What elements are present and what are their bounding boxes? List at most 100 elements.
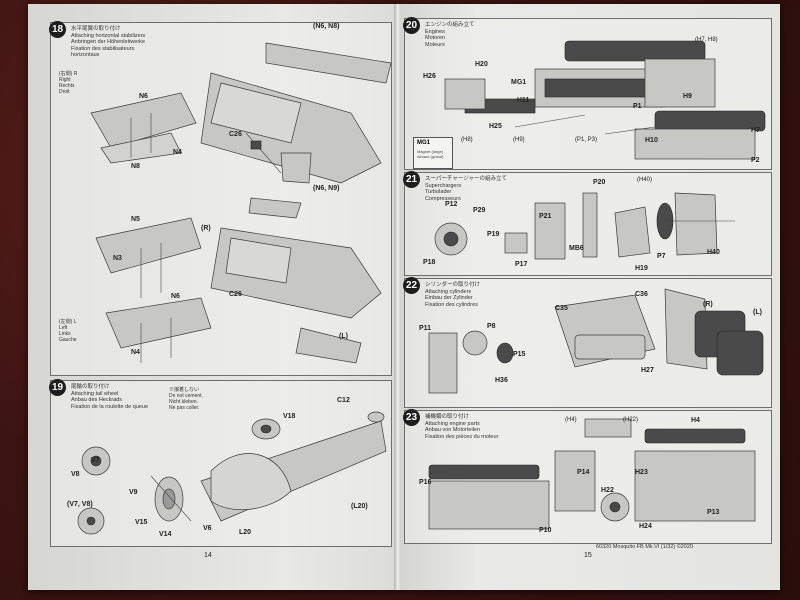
label-v15: V15 [135,519,148,526]
label-n5: N5 [131,216,140,223]
label-v18: V18 [283,413,296,420]
step-18-header-en: Attaching horizontal stabilizers [71,32,146,39]
label-v7: V7 [91,457,100,464]
step-18-drawing [90,42,391,364]
label-p18: P18 [423,259,436,266]
step-22-number: 22 [403,277,420,294]
step-23-panel: 23 補機類の取り付け Attaching engine parts Anbau… [403,409,772,544]
label-c35: C35 [555,305,568,312]
step-23-drawing [428,418,756,530]
label-l-22: (L) [753,309,762,316]
label-c12: C12 [337,397,350,404]
label-n3: N3 [113,255,122,262]
left-page: 18 水平尾翼の取り付け Attaching horizontal stabil… [28,4,396,590]
step-22-header: シリンダーの取り付け Attaching cylinders Einbau de… [425,282,481,308]
label-h9: H9 [683,93,692,100]
label-p11: P11 [419,325,432,332]
label-p14: P14 [577,469,590,476]
label-n4-b: N4 [131,349,140,356]
left-page-number: 14 [204,552,212,559]
step-21-header: スーパーチャージャーの組み立て Superchargers Turbolader… [425,176,508,202]
label-h9-paren: (H9) [513,137,525,143]
step-18-right-note: (右側) R Right Rechts Droit [59,71,78,95]
label-p20: P20 [593,179,606,186]
label-l20-paren: (L20) [351,503,368,510]
step-22-drawing [428,288,764,394]
step-19-caution: ※接着しない Do not cement. Nicht kleben. Ne p… [169,387,203,411]
label-r-22: (R) [703,301,713,308]
label-l20: L20 [239,529,252,536]
label-h20: H20 [475,61,488,68]
label-p19: P19 [487,231,500,238]
step-19-drawing [77,411,387,535]
label-n8-a: N8 [131,163,140,170]
step-18-variant-mid: (N6, N9) [313,185,340,192]
label-n6-b: N6 [171,293,180,300]
label-v14: V14 [159,531,172,538]
label-h36: H36 [495,377,508,384]
step-18-header-jp: 水平尾翼の取り付け [71,26,121,32]
label-r: (R) [201,225,211,232]
right-page: 20 エンジンの組み立て Engines Motoren Moteurs [400,4,780,590]
label-p13: P13 [707,509,720,516]
label-p1-p3: (P1, P3) [575,137,598,143]
step-22-panel: 22 シリンダーの取り付け Attaching cylinders Einbau… [403,277,772,408]
label-h24: H24 [639,523,652,530]
step-18-number: 18 [49,21,66,38]
step-20-number: 20 [403,17,420,34]
label-h22-paren: (H22) [623,417,639,423]
label-n6-a: N6 [139,93,148,100]
step-19-header: 尾輪の取り付け Attaching tail wheel Anbau des H… [71,384,149,410]
label-p12: P12 [445,201,458,208]
step-19-number: 19 [49,379,66,396]
label-v8: V8 [71,471,80,478]
label-h40-paren: (H40) [637,177,653,183]
label-h11: H11 [517,97,530,104]
step-20-drawing [444,40,766,160]
label-h25: H25 [489,123,502,130]
mg1-magnet-box: MG1 Magnet (large) Aimant (grand) [413,137,453,169]
label-c26-a: C26 [229,131,242,138]
label-c36: C36 [635,291,648,298]
label-l: (L) [339,333,348,340]
step-18-panel: 18 水平尾翼の取り付け Attaching horizontal stabil… [49,21,392,376]
step-23-header: 補機類の取り付け Attaching engine parts Anbau vo… [425,414,499,440]
label-h10: H10 [645,137,658,144]
instruction-booklet: 18 水平尾翼の取り付け Attaching horizontal stabil… [28,4,780,590]
label-h8-paren: (H8) [461,137,473,143]
label-h19: H19 [635,265,648,272]
step-18-variant-top: (N6, N8) [313,23,340,30]
step-18-left-note: (左側) L Left Links Gauche [59,319,77,343]
label-h4-paren: (H4) [565,417,577,423]
label-h26: H26 [423,73,436,80]
label-mg1: MG1 [511,79,527,86]
label-v9: V9 [129,489,138,496]
label-h23: H23 [635,469,648,476]
step-20-panel: 20 エンジンの組み立て Engines Motoren Moteurs [403,17,772,170]
step-18-header-fr2: horizontaux [71,52,100,58]
label-p2: P2 [751,157,760,164]
step-19-panel: 19 尾輪の取り付け Attaching tail wheel Anbau de… [49,379,392,547]
label-p1: P1 [633,103,642,110]
label-p16: P16 [419,479,432,486]
label-p29: P29 [473,207,486,214]
label-mb6: MB6 [569,245,584,252]
step-18-header-de: Anbringen der Höhenleitwerke [71,39,145,45]
label-n4-a: N4 [173,149,182,156]
label-p7: P7 [657,253,666,260]
step-21-number: 21 [403,171,420,188]
step-20-header: エンジンの組み立て Engines Motoren Moteurs [425,22,475,48]
step-18-header: 水平尾翼の取り付け Attaching horizontal stabilize… [71,26,145,59]
label-v6: V6 [203,525,212,532]
label-p10: P10 [539,527,552,534]
label-p8: P8 [487,323,496,330]
label-p15: P15 [513,351,526,358]
label-c26-b: C26 [229,291,242,298]
step-21-drawing [434,192,735,260]
step-23-number: 23 [403,409,420,426]
label-h22: H22 [601,487,614,494]
step-18-header-fr: Fixation des stabilisateurs [71,45,135,52]
label-v7-v8: (V7, V8) [67,501,93,508]
label-p21: P21 [539,213,552,220]
step-21-panel: 21 スーパーチャージャーの組み立て Superchargers Turbola… [403,171,772,276]
